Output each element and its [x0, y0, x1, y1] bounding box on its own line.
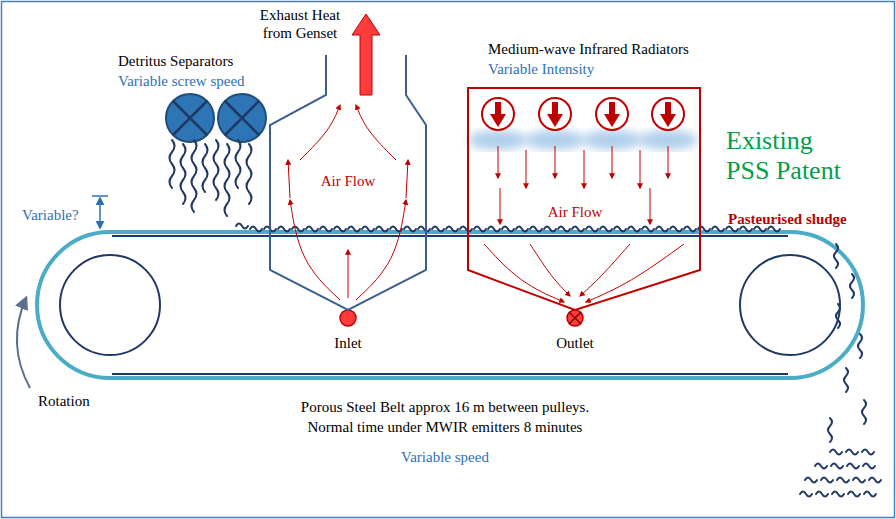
- air-flow-arrow: [580, 244, 630, 296]
- air-flow-arrow: [584, 150, 585, 188]
- hood-heading: Exhaust Heat from Genset: [250, 6, 350, 42]
- control-note: Variable screw speed: [118, 72, 288, 90]
- belt-note: Porous Steel Belt approx 16 m between pu…: [215, 398, 675, 416]
- hood-heading: Medium-wave Infrared Radiators: [488, 40, 720, 58]
- steel-belt: [37, 232, 863, 378]
- patent-note: Existing PSS Patent: [726, 126, 846, 186]
- exhaust-arrow: [352, 14, 380, 95]
- hood-note: Air Flow: [313, 172, 383, 190]
- air-flow-arrow: [356, 105, 396, 160]
- air-flow-arrow: [530, 244, 570, 296]
- infrared-radiator: [482, 98, 514, 130]
- outlet-port: [567, 310, 583, 326]
- air-flow-arrow: [356, 200, 406, 300]
- hood-outline: [460, 38, 722, 330]
- air-flow-arrow: [640, 150, 641, 188]
- sludge: [170, 140, 882, 497]
- pulley: [740, 255, 840, 355]
- port-name: Outlet: [545, 334, 605, 352]
- air-flow-arrow: [288, 160, 290, 198]
- air-flow-arrow: [406, 160, 408, 198]
- air-flow-arrow: [526, 150, 527, 188]
- hood-note: Air Flow: [540, 203, 610, 221]
- exhaust-hood: [270, 55, 426, 310]
- air-flow-arrow: [555, 146, 556, 178]
- air-flow-arrow: [586, 244, 684, 302]
- hood-note: Variable Intensity: [488, 60, 688, 78]
- air-flow-arrow: [668, 146, 669, 178]
- motion-note: Rotation: [38, 392, 118, 410]
- infrared-radiator: [596, 98, 628, 130]
- infrared-hood-box: Medium-wave Infrared RadiatorsVariable I…: [460, 38, 722, 330]
- air-flow-arrow: [612, 146, 613, 178]
- rotation-arrow: [17, 298, 30, 388]
- pulley: [60, 255, 160, 355]
- inlet-port: [340, 310, 356, 326]
- air-flow-arrow: [300, 105, 340, 160]
- air-flow-arrow: [290, 200, 340, 300]
- control-note: Variable speed: [345, 448, 545, 466]
- infrared-radiator: [539, 98, 571, 130]
- air-flow-arrow: [500, 188, 501, 224]
- belt-run: [112, 236, 788, 374]
- infrared-hood: [468, 88, 700, 310]
- infrared-radiator: [652, 98, 684, 130]
- exhaust-hood-box: Exhaust Heat from GensetAir Flow: [240, 0, 455, 330]
- air-flow-arrow: [484, 244, 564, 302]
- detritus-separator: [166, 94, 266, 142]
- air-flow-arrow: [498, 146, 499, 178]
- gap-indicator: [92, 196, 108, 228]
- belt-note: Normal time under MWIR emitters 8 minute…: [215, 418, 675, 436]
- air-flow-arrow: [650, 188, 651, 224]
- air-flow-arrow: [348, 250, 349, 298]
- control-note: Variable?: [22, 206, 92, 224]
- part-name: Detritus Separators: [118, 52, 288, 70]
- port-name: Inlet: [318, 334, 378, 352]
- output-name: Pasteurised sludge: [728, 210, 878, 228]
- hood-outline: [240, 0, 455, 330]
